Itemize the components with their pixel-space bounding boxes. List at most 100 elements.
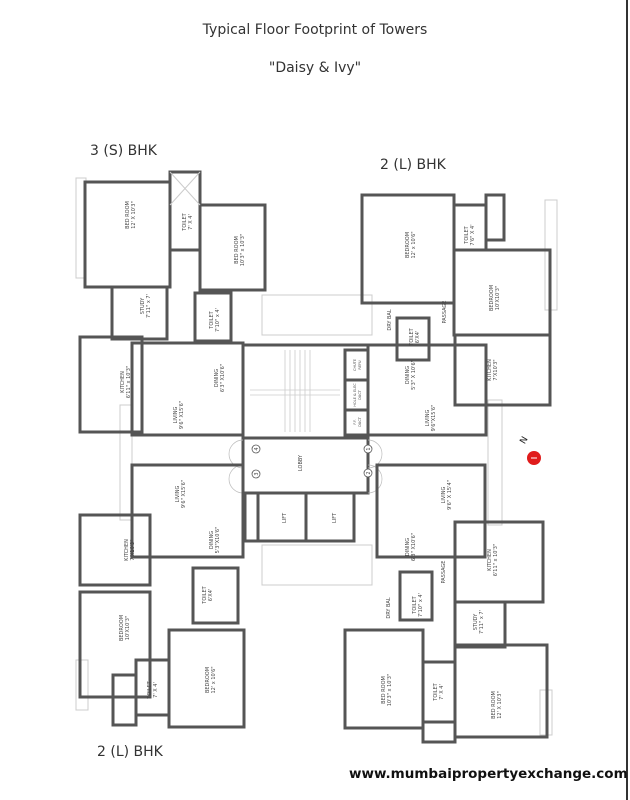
svg-text:5'3"X10'6": 5'3"X10'6" — [215, 527, 221, 554]
svg-text:PASSAGE: PASSAGE — [441, 561, 447, 584]
svg-text:DINING: DINING — [405, 538, 411, 556]
svg-text:BEDROOM: BEDROOM — [405, 232, 411, 258]
north-arrow-icon: N — [519, 435, 541, 465]
svg-text:7'11" x 7': 7'11" x 7' — [479, 610, 485, 634]
svg-text:12' X 10'3": 12' X 10'3" — [497, 691, 503, 719]
svg-text:KITCHEN: KITCHEN — [487, 549, 493, 571]
room-label: PASSAGE — [442, 301, 448, 324]
svg-text:7'X10'3": 7'X10'3" — [493, 359, 499, 380]
unit-label-top-left: 3 (S) BHK — [90, 143, 157, 159]
svg-text:TOILET: TOILET — [433, 682, 439, 701]
svg-text:10'3" x 10'3": 10'3" x 10'3" — [240, 234, 246, 267]
svg-text:9'6" X15'6": 9'6" X15'6" — [179, 401, 185, 429]
unit-label-bottom-left: 2 (L) BHK — [97, 744, 163, 760]
svg-text:LIVING: LIVING — [173, 406, 179, 423]
svg-text:6'3" X10'6": 6'3" X10'6" — [220, 364, 226, 392]
page-border — [626, 0, 628, 800]
svg-text:12' x 10'6": 12' x 10'6" — [411, 231, 417, 258]
svg-text:DUCT: DUCT — [358, 389, 362, 400]
north-label: N — [519, 435, 531, 446]
walls-bottom-left — [78, 463, 246, 729]
svg-text:KITCHEN: KITCHEN — [120, 371, 126, 393]
svg-text:6'11" x 10'3": 6'11" x 10'3" — [126, 366, 132, 399]
unit-label-top-right: 2 (L) BHK — [380, 157, 446, 173]
svg-text:12' x 10'6": 12' x 10'6" — [211, 666, 217, 693]
svg-text:REFU: REFU — [358, 360, 362, 370]
lift-label: LIFT — [282, 512, 288, 523]
svg-text:DINING: DINING — [209, 531, 215, 549]
svg-text:12' X 10'3": 12' X 10'3" — [131, 201, 137, 229]
svg-text:7' X 4': 7' X 4' — [188, 214, 194, 230]
svg-text:9'6" X15'6": 9'6" X15'6" — [181, 480, 187, 508]
svg-text:2: 2 — [366, 471, 372, 474]
svg-text:DUCT: DUCT — [358, 416, 362, 427]
lobby-label: LOBBY — [298, 454, 304, 471]
svg-text:7'10" x 4': 7'10" x 4' — [418, 593, 424, 617]
svg-text:9'6"X15'6": 9'6"X15'6" — [431, 405, 437, 432]
svg-text:TOILET: TOILET — [209, 310, 215, 329]
svg-text:7' X 4': 7' X 4' — [439, 684, 445, 700]
page-title: Typical Floor Footprint of Towers — [202, 22, 428, 38]
svg-text:5'3" X 10'6": 5'3" X 10'6" — [411, 360, 417, 390]
svg-text:DINING: DINING — [405, 366, 411, 384]
svg-text:3: 3 — [254, 472, 260, 475]
watermark: www.mumbaipropertyexchange.com — [349, 766, 628, 782]
svg-text:DRY BAL: DRY BAL — [387, 309, 393, 330]
svg-text:TOILET: TOILET — [409, 327, 415, 346]
svg-text:BED ROOM: BED ROOM — [234, 236, 240, 264]
svg-text:7' X 4': 7' X 4' — [153, 682, 159, 698]
svg-text:6'3" X10'6": 6'3" X10'6" — [411, 533, 417, 561]
svg-text:TOILET: TOILET — [202, 585, 208, 604]
walls-bottom-right — [343, 463, 549, 744]
walls-core — [228, 343, 383, 543]
svg-text:TOILET: TOILET — [147, 680, 153, 699]
svg-text:DRY BAL: DRY BAL — [386, 597, 392, 618]
ff-duct-label: F.F.DUCT — [353, 416, 362, 427]
room-label: DRY BAL — [386, 597, 392, 618]
svg-text:LIFT: LIFT — [282, 512, 288, 523]
svg-text:BED ROOM: BED ROOM — [381, 676, 387, 704]
svg-text:STUDY: STUDY — [140, 297, 146, 314]
svg-text:10'X10'3": 10'X10'3" — [125, 616, 131, 640]
walls-top-left — [78, 170, 267, 437]
svg-text:4: 4 — [254, 447, 260, 450]
svg-text:7'6" X 4': 7'6" X 4' — [470, 224, 476, 245]
svg-text:1: 1 — [366, 447, 372, 450]
svg-text:7'10" x 4': 7'10" x 4' — [215, 308, 221, 332]
svg-text:6'11" x 10'3": 6'11" x 10'3" — [493, 544, 499, 577]
svg-text:LIVING: LIVING — [425, 409, 431, 426]
svg-text:LIVING: LIVING — [175, 485, 181, 502]
svg-text:BED ROOM: BED ROOM — [491, 691, 497, 719]
room-label: PASSAGE — [441, 561, 447, 584]
svg-text:PASSAGE: PASSAGE — [442, 301, 448, 324]
tower-names: "Daisy & Ivy" — [268, 60, 362, 76]
flat-number-3: 3 — [251, 469, 261, 479]
